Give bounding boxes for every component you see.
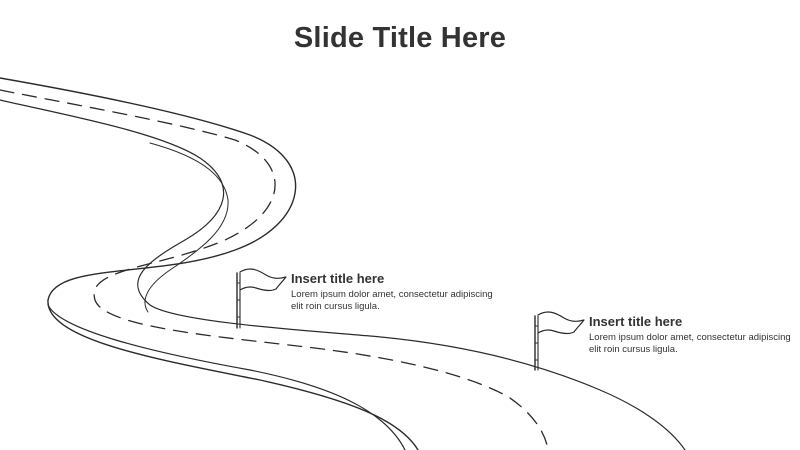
road-edge-bottom [47, 304, 406, 450]
flag-icon [534, 311, 585, 371]
flag-icon [236, 268, 287, 329]
milestone-2: Insert title here Lorem ipsum dolor amet… [589, 314, 799, 356]
milestone-description: Lorem ipsum dolor amet, consectetur adip… [589, 332, 791, 355]
milestone-title: Insert title here [589, 314, 683, 329]
road-edge-left [0, 77, 419, 450]
road-shoulder-left [144, 142, 229, 313]
road-edge-fold [0, 99, 686, 450]
road-center-line [0, 89, 549, 450]
milestone-description: Lorem ipsum dolor amet, consectetur adip… [291, 289, 493, 312]
milestone-1: Insert title here Lorem ipsum dolor amet… [291, 271, 501, 313]
milestone-title: Insert title here [291, 271, 385, 286]
slide-title: Slide Title Here [293, 22, 507, 54]
